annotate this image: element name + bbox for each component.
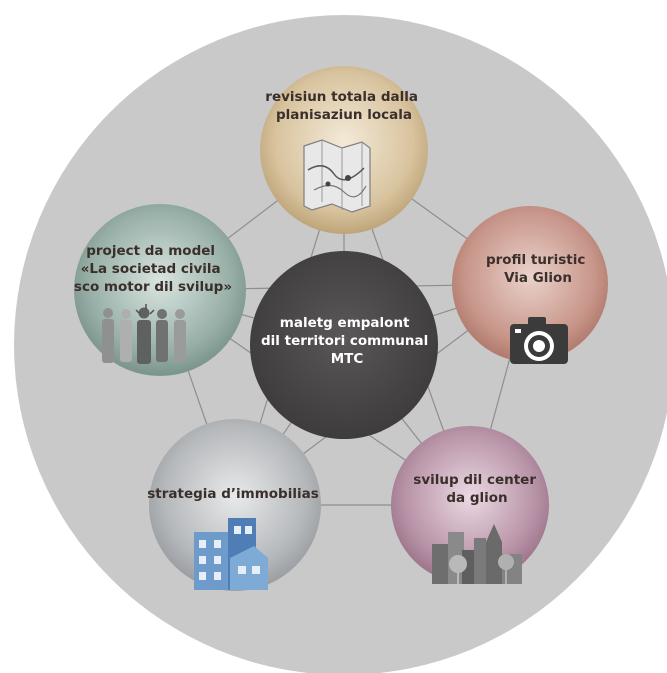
map-icon <box>303 139 371 213</box>
node-strategia-immobilias-label: strategia d’immobilias <box>147 486 319 502</box>
buildings-icon <box>194 518 268 590</box>
node-strategia-immobilias: strategia d’immobilias <box>147 419 321 591</box>
town-center-icon <box>432 524 522 584</box>
people-group-icon <box>102 304 186 364</box>
node-svilup-center: svilup dil center da glion <box>391 426 549 584</box>
camera-icon <box>510 317 568 364</box>
node-project-model: project da model «La societad civila sco… <box>74 204 246 376</box>
node-center-mtc-label: maletg empalont dil territori communal M… <box>261 315 433 367</box>
node-svilup-center-label: svilup dil center da glion <box>413 472 540 506</box>
node-profil-turistic: profil turistic Via Glion <box>452 206 608 364</box>
node-profil-turistic-label: profil turistic Via Glion <box>486 252 590 286</box>
node-center-mtc: maletg empalont dil territori communal M… <box>250 251 438 439</box>
node-planisaziun-label: revisiun totala dalla planisaziun locala <box>265 89 422 123</box>
node-planisaziun: revisiun totala dalla planisaziun locala <box>260 66 428 234</box>
node-project-model-label: project da model «La societad civila sco… <box>74 243 232 295</box>
